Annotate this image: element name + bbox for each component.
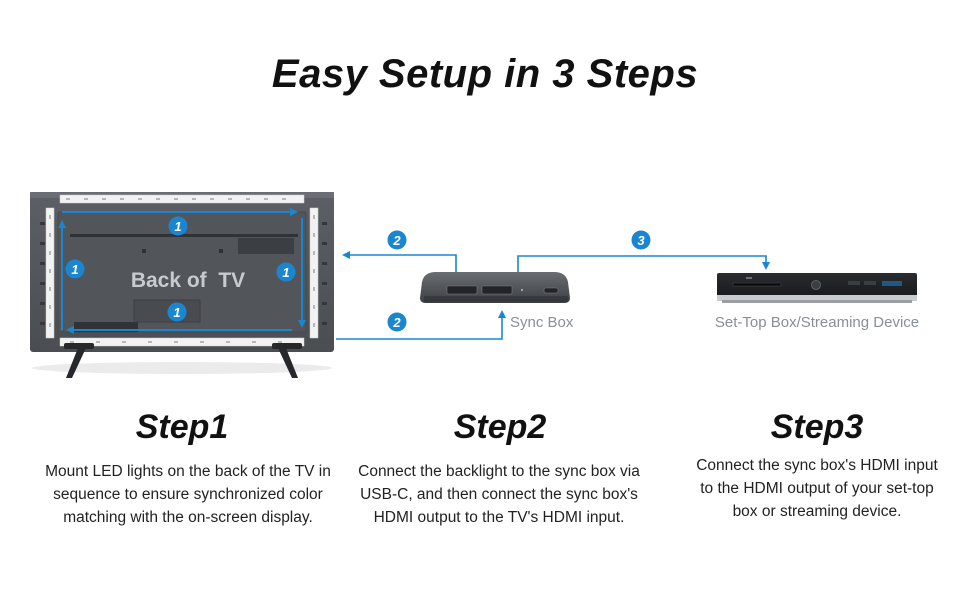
tv-stand [64, 343, 302, 378]
svg-text:1: 1 [71, 262, 78, 277]
step2-description: Connect the backlight to the sync box vi… [358, 463, 640, 526]
led-strip-bottom [59, 337, 305, 347]
step2-badge-bottom: 2 [387, 312, 407, 332]
step2-badge-top: 2 [387, 230, 407, 250]
set-top-to-sync-box-arrow [517, 255, 770, 272]
svg-text:1: 1 [282, 265, 289, 280]
step1-badge-top: 1 [168, 216, 188, 236]
page-title: Easy Setup in 3 Steps [271, 52, 699, 96]
back-of-tv-label: Back of TV [131, 269, 245, 292]
step1-badge-left: 1 [65, 259, 85, 279]
set-top-box-label: Set-Top Box/Streaming Device [715, 314, 919, 331]
set-top-box [717, 273, 917, 303]
step3-title: Step3 [770, 408, 864, 446]
sync-box-label: Sync Box [510, 314, 574, 331]
led-strip-right [309, 207, 319, 339]
step2-title: Step2 [453, 408, 547, 446]
step3-badge: 3 [631, 230, 651, 250]
svg-text:2: 2 [392, 315, 401, 330]
svg-text:1: 1 [174, 219, 181, 234]
sync-box [420, 272, 570, 303]
led-strip-left [45, 207, 55, 339]
svg-text:1: 1 [173, 305, 180, 320]
svg-text:3: 3 [637, 233, 645, 248]
step1-badge-right: 1 [276, 262, 296, 282]
led-install-path [58, 208, 306, 334]
svg-text:2: 2 [392, 233, 401, 248]
step1-badge-bottom: 1 [167, 302, 187, 322]
step1-title: Step1 [135, 408, 229, 446]
usbc-led-to-sync-box-arrow [336, 310, 506, 340]
led-strip-top [59, 194, 305, 204]
step3-description: Connect the sync box's HDMI input to the… [696, 457, 938, 520]
step1-description: Mount LED lights on the back of the TV i… [45, 463, 331, 526]
hdmi-out-to-tv-arrow [342, 251, 457, 272]
